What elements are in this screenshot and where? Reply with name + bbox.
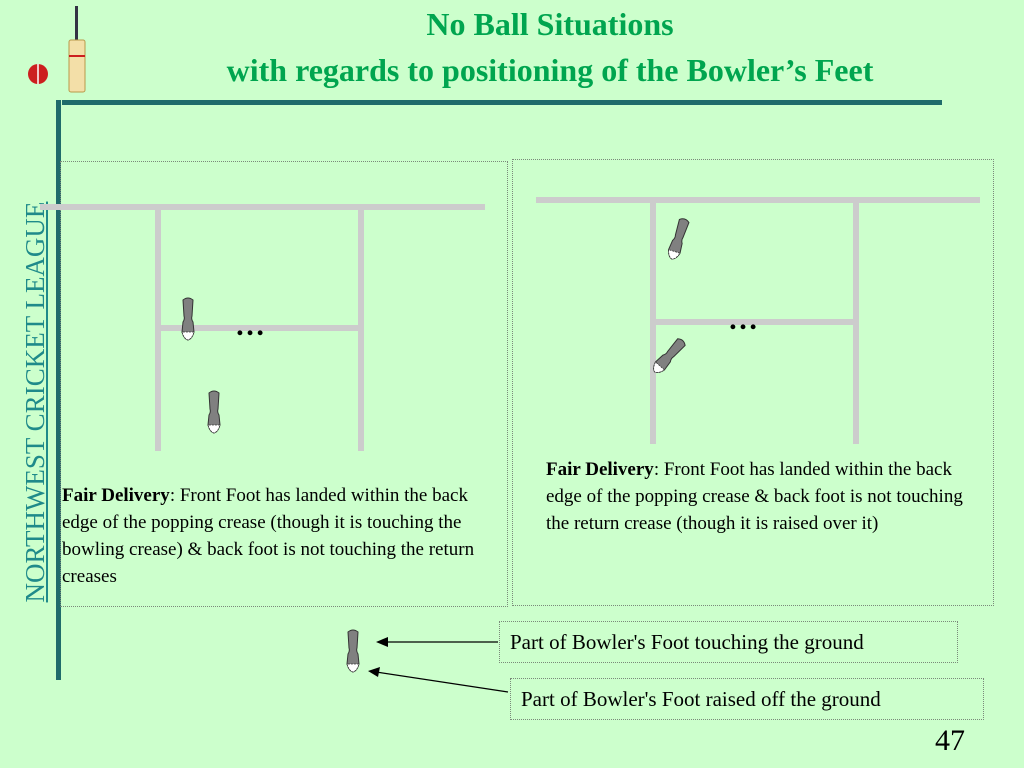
left-diagram-panel [60, 161, 508, 607]
arrow-icon [376, 637, 498, 647]
side-rule [56, 100, 61, 680]
right-description-text: : Front Foot has landed within the back … [546, 459, 963, 534]
page-number: 47 [935, 724, 965, 757]
footprint-icon [207, 390, 221, 434]
right-ellipsis: … [728, 303, 758, 336]
right-description-bold: Fair Delivery [546, 459, 654, 480]
left-description-bold: Fair Delivery [62, 485, 170, 506]
left-creases [40, 204, 485, 451]
cricket-logo-icon [28, 6, 86, 93]
cricket-bat-icon [68, 6, 86, 93]
legend-footprint-icon [346, 629, 360, 673]
right-description: Fair Delivery: Front Foot has landed wit… [546, 456, 966, 537]
right-diagram-panel [512, 159, 994, 606]
footprint-icon [181, 297, 195, 341]
legend-touching-ground: Part of Bowler's Foot touching the groun… [499, 621, 958, 663]
footprint-icon [649, 336, 688, 377]
left-description-text: : Front Foot has landed within the back … [62, 485, 475, 587]
right-creases [536, 197, 980, 444]
arrow-icon [368, 667, 509, 693]
left-ellipsis: … [235, 309, 265, 342]
slide-subtitle: with regards to positioning of the Bowle… [226, 52, 874, 88]
legend-raised-off-ground: Part of Bowler's Foot raised off the gro… [510, 678, 984, 720]
slide-title: No Ball Situations [426, 6, 674, 42]
left-description: Fair Delivery: Front Foot has landed wit… [62, 482, 492, 590]
footprint-icon [665, 216, 692, 262]
header-rule [62, 100, 942, 105]
